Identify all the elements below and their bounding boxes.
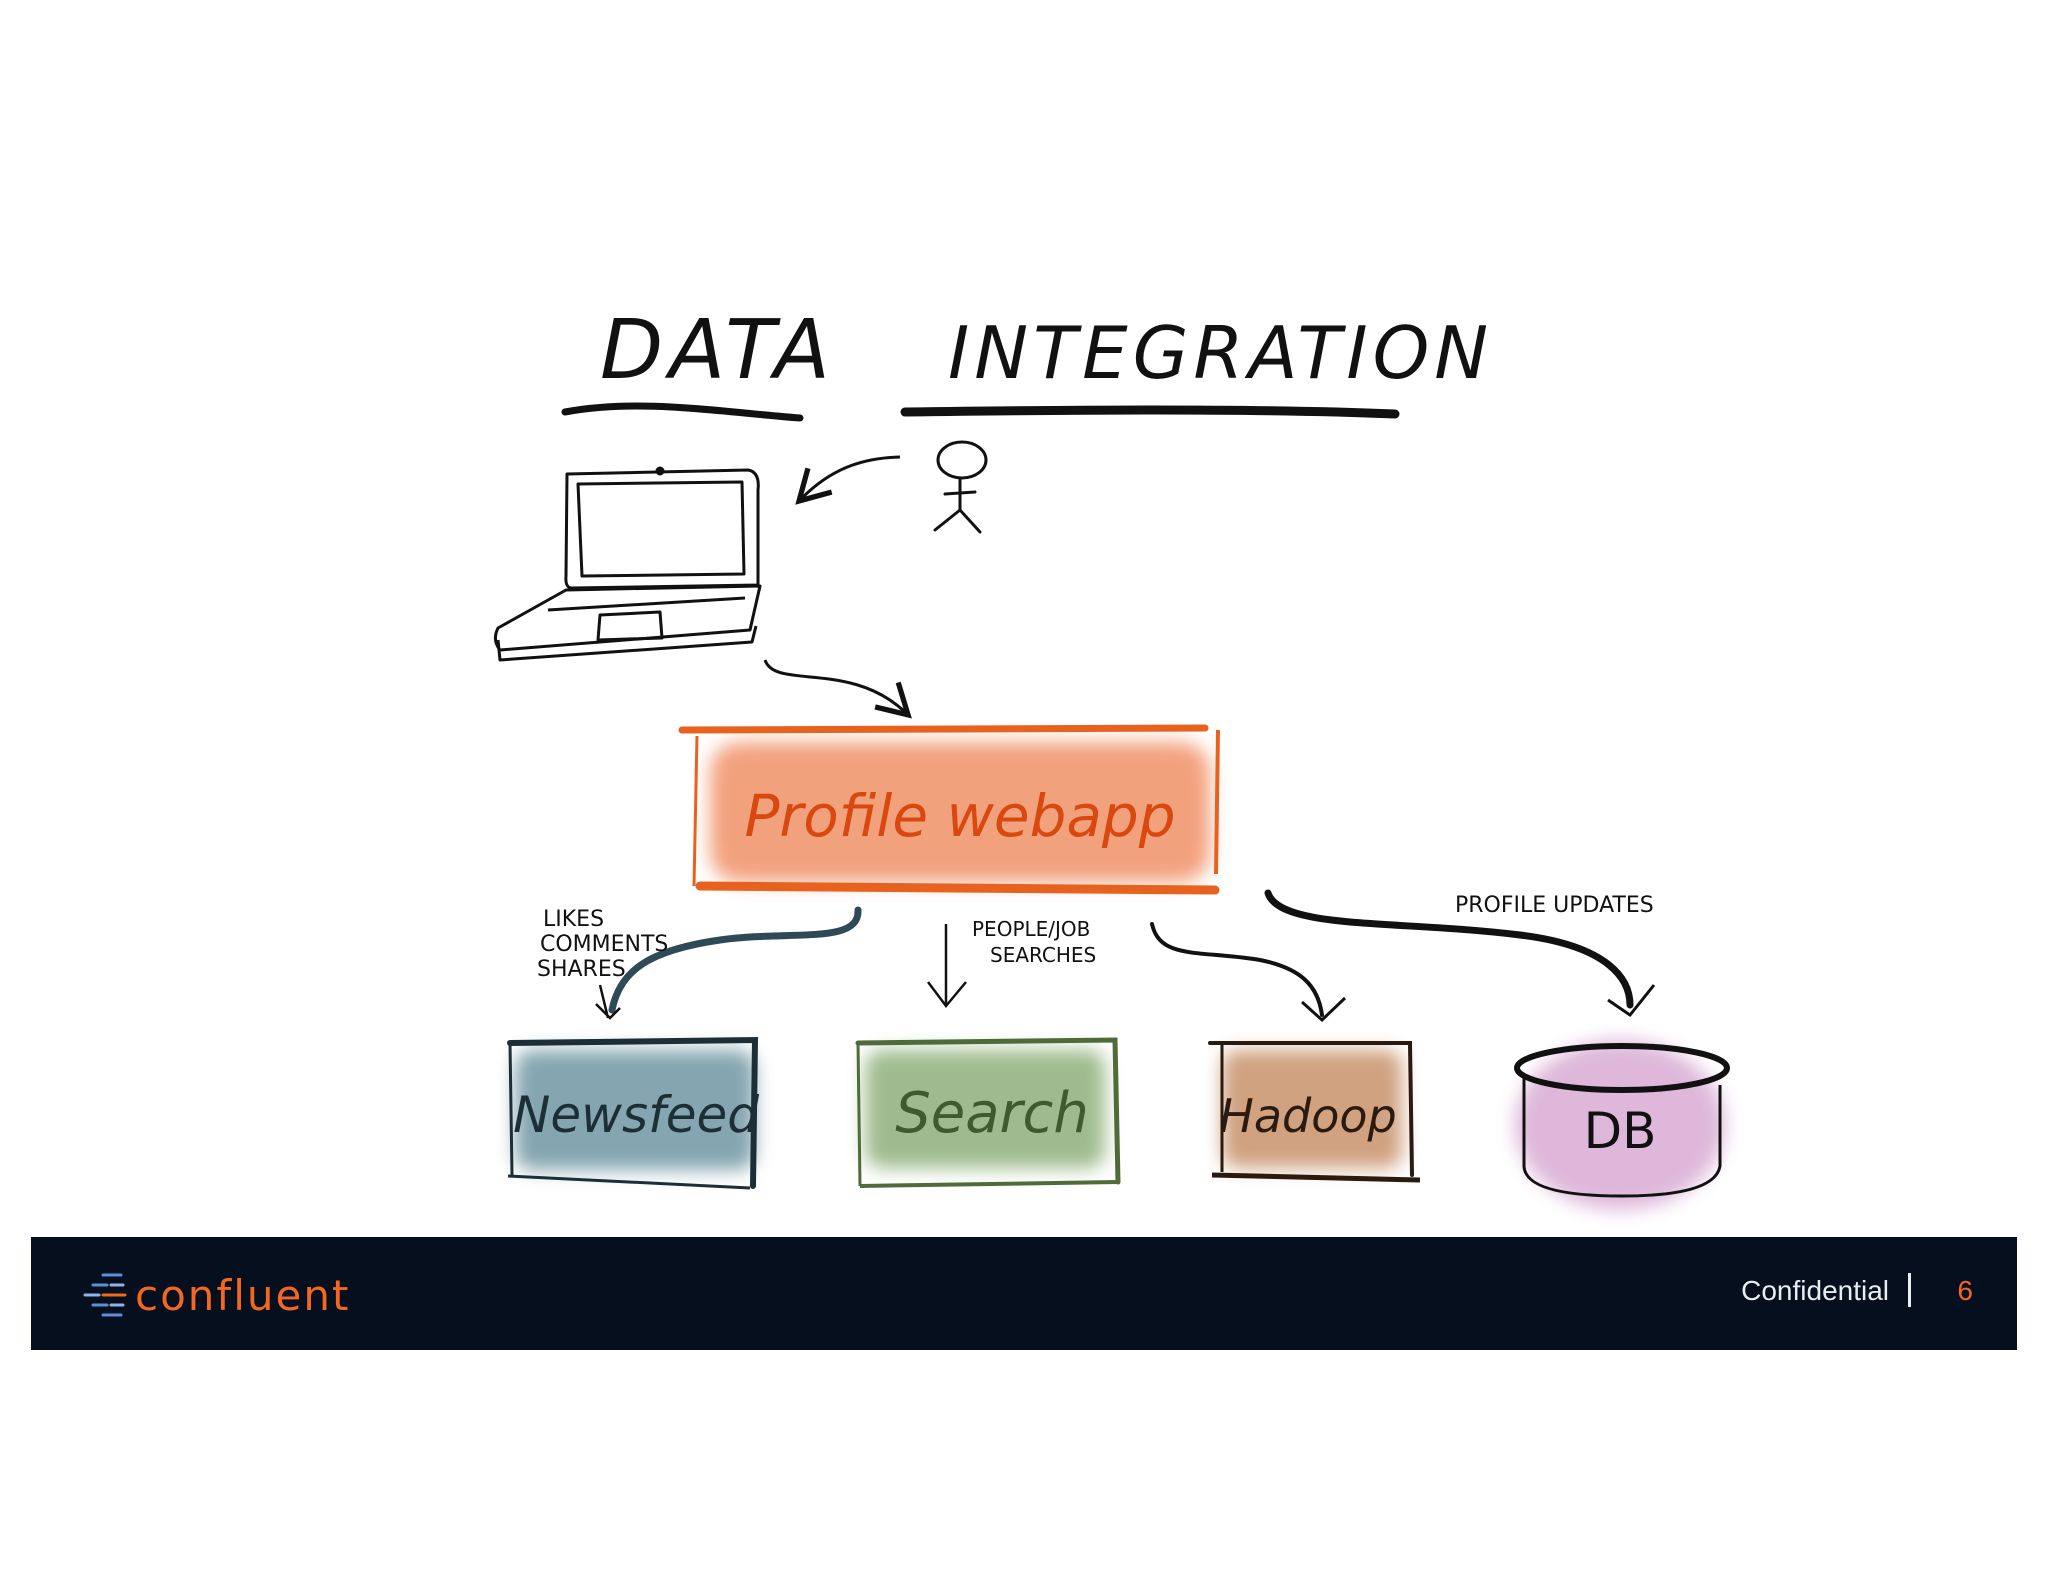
newsfeed-box: Newsfeed xyxy=(507,1036,759,1190)
label-profile-updates: PROFILE UPDATES xyxy=(1455,893,1654,918)
db-label: DB xyxy=(1584,1102,1657,1160)
confluent-logo[interactable]: confluent xyxy=(81,1265,350,1325)
hadoop-box: Hadoop xyxy=(1208,1041,1421,1183)
title-data: DATA xyxy=(600,303,836,398)
logo-text: confluent xyxy=(135,1270,351,1320)
confluent-mark-icon xyxy=(83,1273,127,1317)
title-underline-2 xyxy=(900,405,1400,419)
newsfeed-label: Newsfeed xyxy=(513,1086,759,1144)
edge-webapp-to-newsfeed xyxy=(608,906,862,1014)
label-searches: SEARCHES xyxy=(990,943,1096,967)
diagram-title: DATA INTEGRATION xyxy=(561,303,1493,422)
db-cylinder: DB xyxy=(1514,1040,1730,1210)
footer-bar: confluent Confidential 6 xyxy=(31,1237,2017,1350)
person-icon xyxy=(933,440,988,534)
footer-separator xyxy=(1908,1273,1911,1307)
page-number: 6 xyxy=(1957,1275,1973,1306)
search-box: Search xyxy=(855,1037,1121,1188)
arrow-person-to-laptop xyxy=(795,455,901,505)
profile-webapp-label: Profile webapp xyxy=(744,782,1175,850)
title-underline-1 xyxy=(561,402,804,422)
label-comments: COMMENTS xyxy=(540,932,668,957)
title-integration: INTEGRATION xyxy=(948,311,1493,395)
arrow-likes-to-newsfeed xyxy=(595,984,621,1020)
arrow-search-head xyxy=(927,981,967,1009)
label-people-job-searches: PEOPLE/JOB SEARCHES xyxy=(972,917,1096,967)
search-label: Search xyxy=(895,1081,1089,1146)
label-people-job: PEOPLE/JOB xyxy=(972,917,1090,941)
confidential-label: Confidential xyxy=(1741,1275,1889,1306)
arrow-db-head xyxy=(1607,984,1656,1018)
arrow-laptop-to-webapp xyxy=(763,659,912,719)
label-shares: SHARES xyxy=(537,957,626,982)
label-likes-comments-shares: LIKES COMMENTS SHARES xyxy=(537,907,668,982)
edge-webapp-to-hadoop xyxy=(1150,922,1324,1017)
arrow-hadoop-head xyxy=(1300,996,1347,1023)
laptop-icon xyxy=(493,466,762,662)
edge-webapp-to-db xyxy=(1264,889,1634,1009)
profile-webapp-box: Profile webapp xyxy=(678,724,1220,895)
hadoop-label: Hadoop xyxy=(1219,1089,1396,1143)
label-likes: LIKES xyxy=(543,907,604,932)
